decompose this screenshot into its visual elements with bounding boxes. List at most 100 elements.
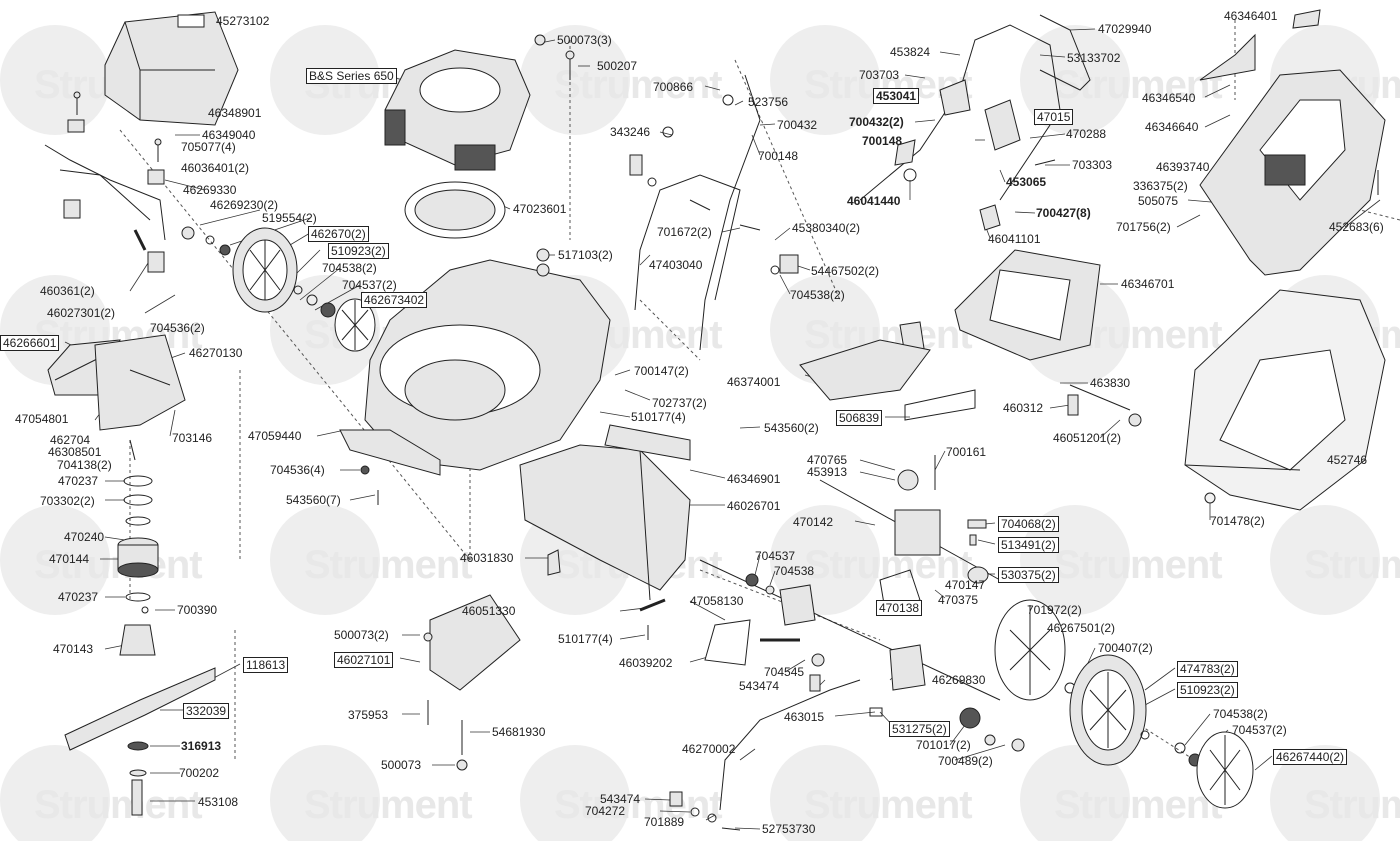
part-number-label: 510177(4) [631, 410, 686, 424]
part-number-label: 460312 [1003, 401, 1044, 415]
part-number-label: 47054801 [15, 412, 69, 426]
part-number-label: 701478(2) [1210, 514, 1265, 528]
part-number-label: 703146 [172, 431, 213, 445]
part-number-label: 470237 [58, 590, 99, 604]
part-number-label: 704538(2) [790, 288, 845, 302]
watermark-circle: Strument [770, 745, 973, 841]
watermark-text: Strument [1304, 783, 1400, 827]
part-number-label: 510177(4) [558, 632, 613, 646]
part-number-label: 510923(2) [1177, 682, 1238, 698]
part-number-label: 700432 [777, 118, 818, 132]
blade-adapter-stack [117, 475, 159, 656]
part-number-label: 700148 [758, 149, 799, 163]
part-number-label: 470143 [53, 642, 94, 656]
grass-box-lid [799, 249, 1142, 427]
part-number-label: 46270002 [682, 742, 736, 756]
part-number-label: 46270130 [189, 346, 243, 360]
part-number-label: 462670(2) [308, 226, 369, 242]
part-number-label: 46349040 [202, 128, 256, 142]
part-number-label: 704536(4) [270, 463, 325, 477]
part-number-label: 543560(2) [764, 421, 819, 435]
part-number-label: 463015 [784, 710, 825, 724]
part-number-label: 470288 [1066, 127, 1107, 141]
part-number-label: 46374001 [727, 375, 781, 389]
part-number-label: 523756 [748, 95, 789, 109]
part-number-label: 46269230(2) [210, 198, 279, 212]
part-number-label: 701672(2) [657, 225, 712, 239]
part-number-label: 704537(2) [1232, 723, 1287, 737]
part-number-label: 336375(2) [1133, 179, 1188, 193]
part-number-label: 470147 [945, 578, 986, 592]
part-number-label: 47023601 [513, 202, 567, 216]
part-number-label: 316913 [181, 739, 222, 753]
part-number-label: 118613 [243, 657, 289, 673]
part-number-label: 543560(7) [286, 493, 341, 507]
part-number-label: 510923(2) [328, 243, 389, 259]
part-number-label: 46393740 [1156, 160, 1210, 174]
part-number-label: 700390 [177, 603, 218, 617]
part-number-label: 46026701 [727, 499, 781, 513]
part-number-label: 700432(2) [849, 115, 904, 129]
small-hardware-left [63, 91, 165, 273]
part-number-label: 703703 [859, 68, 900, 82]
part-number-label: 47403040 [649, 258, 703, 272]
part-number-label: 704545 [764, 665, 805, 679]
part-number-label: 474783(2) [1177, 661, 1238, 677]
part-number-label: 470765 [807, 453, 848, 467]
part-number-label: 700148 [862, 134, 903, 148]
rear-chute [519, 424, 691, 640]
part-number-label: 46041440 [847, 194, 901, 208]
watermark-text: Strument [304, 783, 473, 827]
part-number-label: 703302(2) [40, 494, 95, 508]
part-number-label: 500073 [381, 758, 422, 772]
part-number-label: 45380340(2) [792, 221, 861, 235]
part-number-label: 700489(2) [938, 754, 993, 768]
part-number-label: 46269830 [932, 673, 986, 687]
part-number-label: 462704 [50, 433, 91, 447]
part-number-label: 704537 [755, 549, 796, 563]
part-number-label: 46308501 [48, 445, 102, 459]
part-number-label: 46051330 [462, 604, 516, 618]
part-number-label: 703303 [1072, 158, 1113, 172]
part-number-label: 47058130 [690, 594, 744, 608]
part-number-label: 46348901 [208, 106, 262, 120]
watermark-text: Strument [1054, 543, 1223, 587]
part-number-label: 470142 [793, 515, 834, 529]
watermark-text: Strument [1304, 543, 1400, 587]
part-number-label: 46027301(2) [47, 306, 116, 320]
part-number-label: 453065 [1006, 175, 1047, 189]
part-number-label: 701756(2) [1116, 220, 1171, 234]
part-number-label: 46041101 [988, 232, 1041, 246]
watermark-circle: Strument [520, 745, 723, 841]
watermark-circle: Strument [270, 505, 473, 615]
part-number-label: 45273102 [216, 14, 270, 28]
part-number-label: 705077(4) [181, 140, 236, 154]
part-number-label: 470240 [64, 530, 105, 544]
part-number-label: 46269330 [183, 183, 237, 197]
part-number-label: 517103(2) [558, 248, 613, 262]
part-number-label: 543474 [600, 792, 641, 806]
part-number-label: 453041 [873, 88, 920, 104]
part-number-label: 462673402 [361, 292, 428, 308]
mower-deck [339, 248, 611, 505]
part-number-label: 519554(2) [262, 211, 317, 225]
watermark-text: Strument [804, 543, 973, 587]
grass-bag [1184, 289, 1386, 511]
part-number-label: 704538(2) [1213, 707, 1268, 721]
watermark-text: Strument [554, 783, 723, 827]
part-number-label: 470375 [938, 593, 979, 607]
part-number-label: 47015 [1034, 109, 1074, 125]
gearbox [819, 455, 1001, 611]
engine [384, 34, 575, 239]
part-number-label: 46267440(2) [1273, 749, 1348, 765]
side-chute [423, 594, 521, 771]
part-number-label: 704538 [774, 564, 815, 578]
part-number-label: 46346901 [727, 472, 781, 486]
part-number-label: 704068(2) [998, 516, 1059, 532]
watermark-text: Strument [1054, 783, 1223, 827]
grass-bag-frame [1199, 9, 1386, 276]
blade [64, 667, 216, 816]
